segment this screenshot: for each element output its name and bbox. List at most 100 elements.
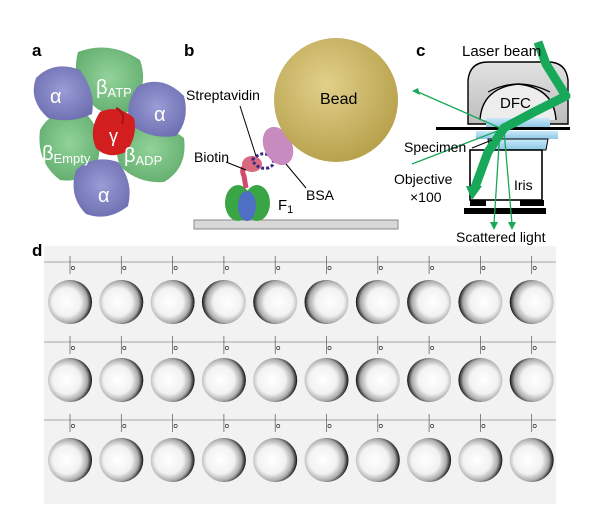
bead-image xyxy=(509,358,554,402)
frame-marker-dot xyxy=(276,346,281,350)
iris-left xyxy=(470,200,486,206)
frame-marker-dot xyxy=(378,346,383,350)
frame-marker-dot xyxy=(224,346,229,350)
frame-marker-dot xyxy=(173,346,178,350)
f1-blue-core xyxy=(238,191,256,221)
bead-image xyxy=(458,438,503,482)
streptavidin-label: Streptavidin xyxy=(186,87,260,103)
beta-atp-subunit xyxy=(75,47,144,114)
scattered-ray-up xyxy=(417,91,501,129)
bead-image xyxy=(407,280,452,324)
bead-image xyxy=(99,280,144,324)
alpha-left-label: α xyxy=(50,86,62,108)
bsa-label: BSA xyxy=(306,187,335,203)
frame-marker-dot xyxy=(430,424,435,428)
alpha-right-subunit xyxy=(128,81,186,137)
bead-image xyxy=(48,280,92,324)
frame-marker-dot xyxy=(481,424,486,428)
bead-label: Bead xyxy=(320,91,358,108)
frame-marker-dot xyxy=(378,266,383,270)
bead-image xyxy=(201,280,246,324)
bead-image xyxy=(509,438,554,482)
scattered-ray-down2 xyxy=(503,129,513,225)
magnification-label: ×100 xyxy=(410,189,442,205)
bead-image xyxy=(458,280,503,324)
specimen-lower-layer xyxy=(476,131,558,139)
frame-marker-dot xyxy=(481,346,486,350)
frame-marker-dot xyxy=(122,424,127,428)
laser-beam-label: Laser beam xyxy=(462,43,542,60)
frame-marker-dot xyxy=(122,346,127,350)
scattered-ray-down1 xyxy=(493,129,501,225)
bead-image xyxy=(407,438,452,482)
bead-image xyxy=(48,358,92,402)
frame-marker-dot xyxy=(224,266,229,270)
alpha-bottom-label: α xyxy=(98,185,110,207)
bead-image xyxy=(355,358,400,402)
bead-image xyxy=(201,358,246,402)
panel-a-letter: a xyxy=(32,41,42,60)
frame-marker-dot xyxy=(71,266,75,270)
beta-adp-subunit xyxy=(116,121,185,183)
iris-bottom xyxy=(464,208,546,214)
panel-c-letter: c xyxy=(416,41,426,60)
bead-image xyxy=(304,358,349,402)
biotin-pointer xyxy=(225,161,247,171)
scattered-light-label: Scattered light xyxy=(456,229,546,245)
specimen-pointer xyxy=(471,139,493,149)
objective-label: Objective xyxy=(394,171,453,187)
bead-image xyxy=(407,358,452,402)
bead-image xyxy=(99,358,144,402)
frame-marker-dot xyxy=(327,266,332,270)
bead-image xyxy=(150,280,195,324)
bead-image xyxy=(150,358,195,402)
bead-image xyxy=(509,280,554,324)
frame-marker-dot xyxy=(532,424,537,428)
specimen-label: Specimen xyxy=(404,139,467,155)
bead-image xyxy=(253,438,298,482)
bead-sphere xyxy=(274,38,398,162)
frame-marker-dot xyxy=(224,424,229,428)
frame-marker-dot xyxy=(173,266,178,270)
alpha-right-label: α xyxy=(154,104,166,126)
gamma-label: γ xyxy=(109,126,118,146)
frame-marker-dot xyxy=(532,346,537,350)
bead-image xyxy=(99,438,144,482)
biotin-blob xyxy=(242,156,262,172)
beta-empty-label: βEmpty xyxy=(42,143,91,166)
laser-beam-arrow xyxy=(466,186,482,200)
frame-marker-dot xyxy=(276,424,281,428)
dfc-label: DFC xyxy=(500,95,531,112)
bsa-pointer xyxy=(285,163,307,189)
bead-image xyxy=(304,280,349,324)
bead-image xyxy=(304,438,349,482)
frame-marker-dot xyxy=(430,266,435,270)
alpha-bottom-subunit xyxy=(73,159,130,217)
frame-marker-dot xyxy=(173,424,178,428)
beta-empty-subunit xyxy=(39,112,100,181)
iris-right xyxy=(520,200,544,206)
beta-atp-label: βATP xyxy=(96,77,132,100)
alpha-left-subunit xyxy=(33,66,93,121)
panel-b-letter: b xyxy=(184,41,195,60)
bead-image xyxy=(48,438,92,482)
bead-image xyxy=(201,438,246,482)
frame-marker-dot xyxy=(327,424,332,428)
beta-adp-label: βADP xyxy=(124,145,163,168)
frame-marker-dot xyxy=(532,266,537,270)
bsa-protein xyxy=(262,126,294,166)
frame-marker-dot xyxy=(276,266,281,270)
bead-image xyxy=(355,438,400,482)
bead-grid xyxy=(48,280,554,482)
frame-marker-dot xyxy=(430,346,435,350)
glass-substrate xyxy=(193,219,399,230)
scattered-ray-left xyxy=(411,129,501,165)
streptavidin-pointer xyxy=(239,105,257,157)
bead-image xyxy=(253,280,298,324)
frame-marker-dot xyxy=(481,266,486,270)
frame-marker-dot xyxy=(71,346,75,350)
